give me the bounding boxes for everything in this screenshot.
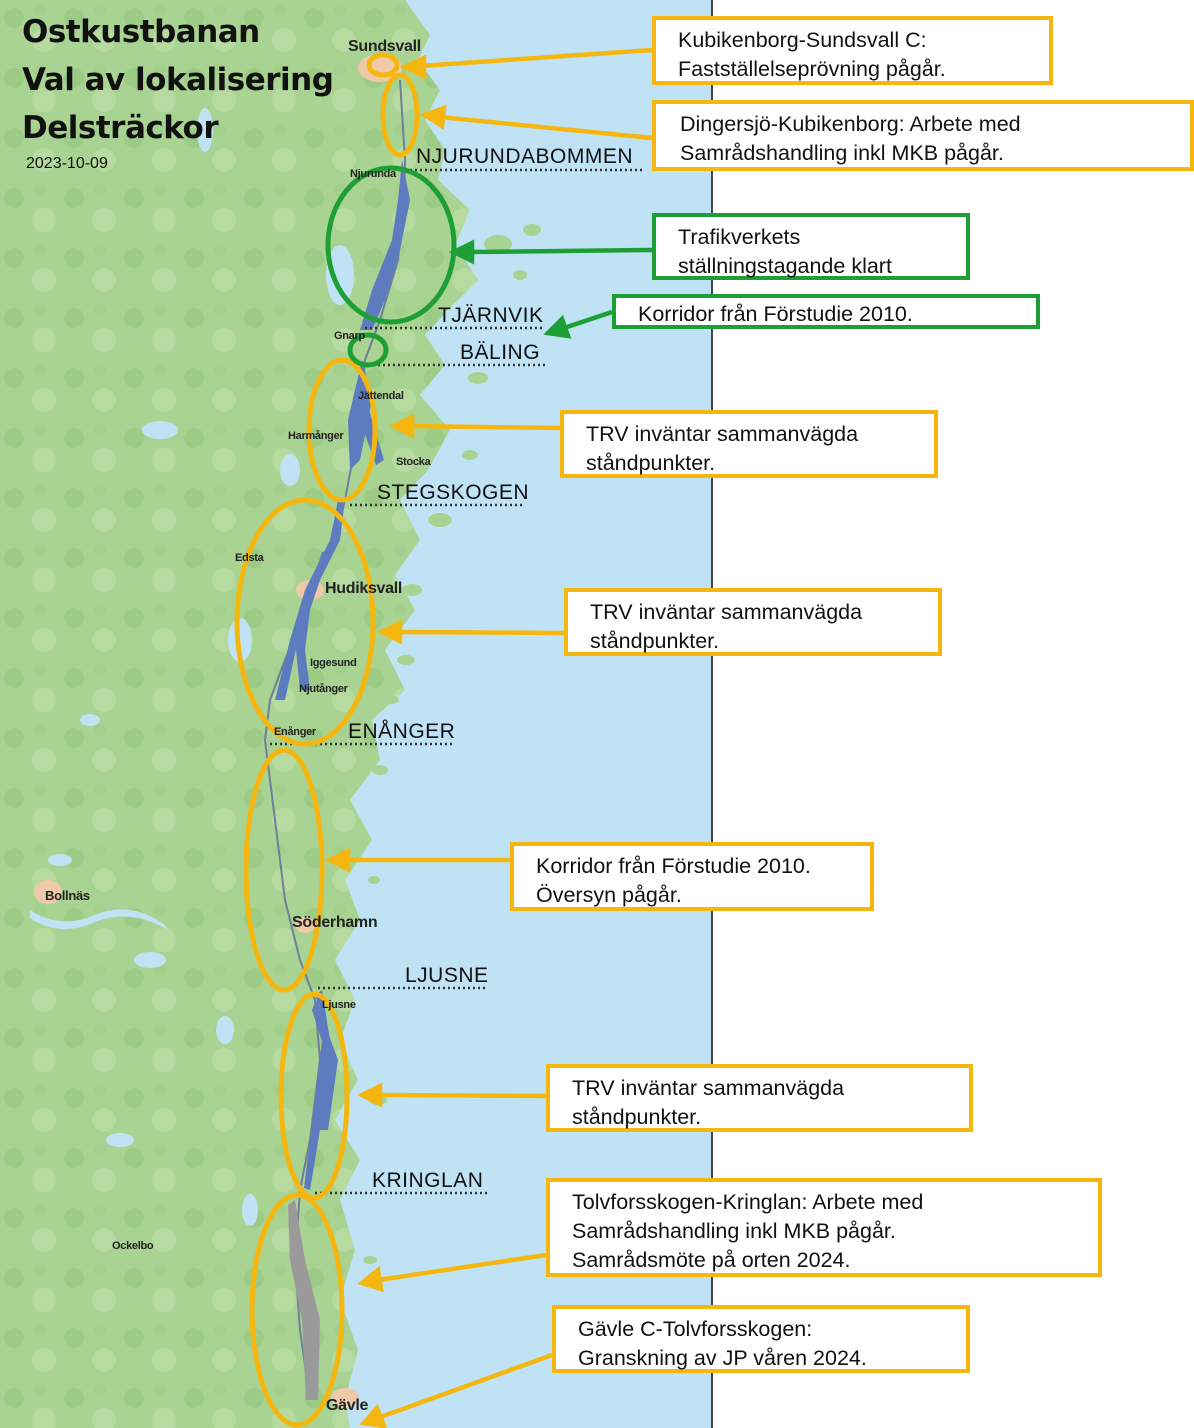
status-text: Översyn pågår. (536, 883, 682, 907)
status-box-kubikenborg-sundsvall: Kubikenborg-Sundsvall C: Fastställelsepr… (652, 16, 1053, 85)
place-gnarp: Gnarp (334, 330, 365, 342)
map-title-line-3: Delsträckor (22, 110, 219, 146)
status-text: Trafikverkets (678, 225, 801, 249)
map-title-line-1: Ostkustbanan (22, 14, 260, 50)
place-njutanger: Njutånger (299, 683, 348, 695)
status-text: Korridor från Förstudie 2010. (536, 854, 811, 878)
railway-line (263, 79, 407, 1401)
place-hudiksvall: Hudiksvall (325, 580, 403, 597)
status-box-ljusne: TRV inväntar sammanvägda ståndpunkter. (546, 1064, 973, 1132)
status-text: Dingersjö-Kubikenborg: Arbete med (680, 112, 1021, 136)
place-gavle: Gävle (326, 1397, 369, 1414)
section-stegskogen: STEGSKOGEN (377, 481, 530, 504)
status-text: ståndpunkter. (572, 1105, 702, 1129)
status-text: Samrådshandling inkl MKB pågår. (572, 1219, 896, 1243)
status-text: Gävle C-Tolvforsskogen: (578, 1317, 813, 1341)
section-kringlan: KRINGLAN (372, 1169, 484, 1192)
status-box-hudiksvall: TRV inväntar sammanvägda ståndpunkter. (564, 588, 942, 656)
status-box-dingersjo-kubikenborg: Dingersjö-Kubikenborg: Arbete med Samråd… (652, 100, 1194, 171)
place-bollnas: Bollnäs (45, 888, 90, 903)
ongoing-arrows (324, 47, 653, 1428)
place-ljusne: Ljusne (322, 999, 356, 1011)
corridor-gavle (288, 1200, 320, 1400)
section-ljusne: LJUSNE (405, 964, 489, 987)
place-edsta: Edsta (235, 552, 264, 564)
map-date: 2023-10-09 (26, 155, 108, 172)
ongoing-sections (234, 52, 420, 1428)
status-text: Kubikenborg-Sundsvall C: (678, 28, 927, 52)
status-text: Tolvforsskogen-Kringlan: Arbete med (572, 1190, 924, 1214)
status-text: Korridor från Förstudie 2010. (638, 302, 913, 326)
status-text: TRV inväntar sammanvägda (572, 1076, 845, 1100)
status-box-soderhamn: Korridor från Förstudie 2010. Översyn på… (510, 842, 874, 911)
place-iggesund: Iggesund (310, 657, 357, 669)
status-text: ställningstagande klart (678, 254, 892, 278)
lakes (30, 108, 354, 1226)
status-text: TRV inväntar sammanvägda (590, 600, 863, 624)
place-harmanger: Harmånger (288, 430, 344, 442)
section-enanger: ENÅNGER (348, 720, 456, 743)
status-text: Samrådshandling inkl MKB pågår. (680, 141, 1004, 165)
status-text: Granskning av JP våren 2024. (578, 1346, 867, 1370)
place-ockelbo: Ockelbo (112, 1240, 154, 1252)
status-box-trafikverkets: Trafikverkets ställningstagande klart (652, 213, 970, 280)
status-text: Samrådsmöte på orten 2024. (572, 1248, 851, 1272)
land (0, 0, 478, 1428)
status-box-gavle-tolvforsskogen: Gävle C-Tolvforsskogen: Granskning av JP… (552, 1305, 970, 1373)
section-njurundabommen: NJURUNDABOMMEN (416, 145, 633, 168)
status-text: Fastställelseprövning pågår. (678, 57, 946, 81)
status-text: TRV inväntar sammanvägda (586, 422, 859, 446)
map-title-line-2: Val av lokalisering (22, 62, 334, 98)
section-baling: BÄLING (460, 341, 541, 364)
place-soderhamn: Söderhamn (292, 914, 378, 931)
status-text: ståndpunkter. (586, 451, 716, 475)
place-njurunda: Njurunda (350, 168, 396, 180)
place-stocka: Stocka (396, 456, 431, 468)
decided-arrows (448, 239, 653, 339)
status-text: ståndpunkter. (590, 629, 720, 653)
status-box-harmanger: TRV inväntar sammanvägda ståndpunkter. (560, 410, 938, 478)
place-sundsvall: Sundsvall (348, 38, 421, 55)
decided-sections (325, 165, 457, 368)
place-jattendal: Jättendal (358, 390, 404, 402)
section-tjarnvik: TJÄRNVIK (438, 304, 544, 327)
status-box-tolvforsskogen-kringlan: Tolvforsskogen-Kringlan: Arbete med Samr… (546, 1178, 1102, 1277)
status-box-korridor-2010: Korridor från Förstudie 2010. (612, 294, 1040, 329)
place-enanger: Enånger (274, 726, 316, 738)
